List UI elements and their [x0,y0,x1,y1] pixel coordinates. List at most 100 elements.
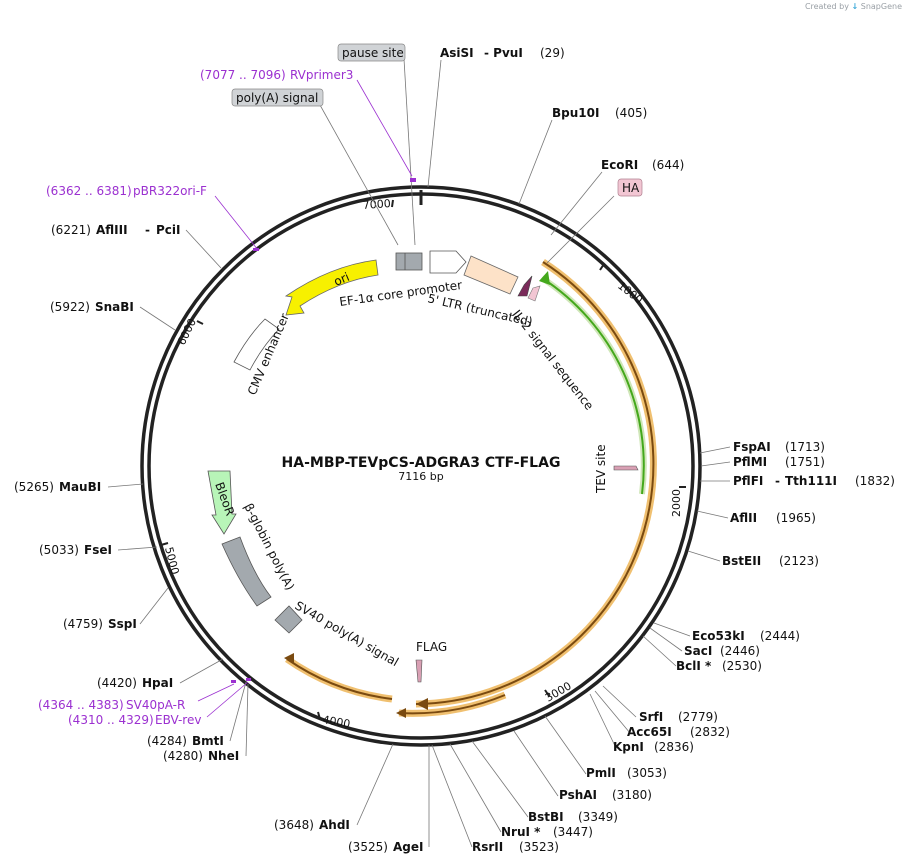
site-tth111i: Tth111I [785,474,837,488]
svg-text:-: - [145,223,150,237]
site-fsei: FseI [84,543,112,557]
ori-feature [284,259,379,316]
ori-label: ori [332,270,352,289]
primer-range-sv40pa: (4364 .. 4383) [38,698,124,712]
backbone-outer [140,185,702,747]
tick-7000 [391,199,394,208]
site-ecori: EcoRI [601,158,638,172]
ticks [160,199,686,720]
site-acc65i-pos: (2832) [690,725,730,739]
flag-block [415,659,423,683]
svg-text:- PvuI: - PvuI [484,46,523,60]
site-saci-pos: (2446) [720,644,760,658]
orf-arrowhead-3 [284,653,294,664]
tick-3000 [544,689,550,697]
credit-brand: SnapGene [860,2,902,11]
sv40-label: SV40 poly(A) signal [293,598,401,669]
flag-label: FLAG [416,640,447,654]
site-kpni: KpnI [613,740,644,754]
ha-block [527,285,541,302]
green-arrowhead [539,271,550,285]
primer-range-pbr322: (6362 .. 6381) [46,184,132,198]
site-maubi-pos: (5265) [14,480,54,494]
site-rsrii-pos: (3523) [519,840,559,854]
credit-prefix: Created by [804,2,849,11]
site-bcli-pos: (2530) [722,659,762,673]
primer-range-rvprimer3: (7077 .. 7096) [200,68,286,82]
site-afliii: AflIII [96,223,128,237]
il2-label: IL-2 signal sequence [510,307,597,412]
site-bsteii-pos: (2123) [779,554,819,568]
site-bstbi: BstBI [528,810,564,824]
site-aflii-pos: (1965) [776,511,816,525]
tick-5000 [160,542,169,546]
site-fspai: FspAI [733,440,771,454]
svg-text:-: - [775,474,780,488]
site-maubi: MauBI [59,480,101,494]
polya-signal-label: poly(A) signal [236,91,318,105]
site-pshai-pos: (3180) [612,788,652,802]
site-pvui-pos: (29) [540,46,565,60]
site-sspi-pos: (4759) [63,617,103,631]
polya-signal-box [231,88,324,107]
ltr-block [463,255,519,295]
site-bpu10i: Bpu10I [552,106,599,120]
primer-name-rvprimer3: RVprimer3 [290,68,353,82]
primer-name-sv40pa: SV40pA-R [126,698,185,712]
site-acc65i: Acc65I [627,725,672,739]
primer-name-pbr322: pBR322ori-F [133,184,207,198]
site-labels: AsiSI - PvuI (29) Bpu10I (405) EcoRI (64… [14,46,895,854]
svg-text:AsiSI: AsiSI [440,46,474,60]
site-kpni-pos: (2836) [654,740,694,754]
bglobin-block [221,536,272,607]
sv40-block [274,605,303,634]
orf-arc-3 [286,658,393,700]
site-aflii: AflII [730,511,757,525]
tick-label-6000: 6000 [175,316,199,347]
tick-label-4000: 4000 [321,713,351,731]
site-srfi-pos: (2779) [678,710,718,724]
tick-4000 [317,711,321,720]
green-arc [541,277,645,495]
site-leaders [107,59,731,848]
pause-site-box [337,43,406,62]
orf-arrowhead-main [416,698,428,710]
feature-leaders [197,58,615,718]
tick-6000 [196,320,204,325]
ha-box [617,178,643,197]
site-eco53ki-pos: (2444) [760,629,800,643]
pause-site-label: pause site [342,46,404,60]
orf-arrowhead-2 [396,708,406,718]
tick-1000 [599,263,605,271]
orf-arcs [285,259,657,717]
site-pflmi: PflMI [733,455,767,469]
plasmid-length: 7116 bp [398,470,443,483]
site-ecori-pos: (644) [652,158,684,172]
site-fsei-pos: (5033) [39,543,79,557]
site-nhei-pos: (4280) [163,749,203,763]
site-ahdi: AhdI [319,818,350,832]
site-srfi: SrfI [639,710,663,724]
site-afliii-pos: (6221) [51,223,91,237]
polya-block [395,252,423,271]
site-pmli-pos: (3053) [627,766,667,780]
orf-arc-main [415,261,655,705]
site-agei: AgeI [393,840,423,854]
bleor-arrow [207,470,237,535]
site-bmti-pos: (4284) [147,734,187,748]
site-nhei: NheI [208,749,239,763]
primer-marks [231,178,416,683]
site-pmli: PmlI [586,766,616,780]
snapgene-logo: ↓ [851,2,859,11]
site-fspai-pos: (1713) [785,440,825,454]
site-snabi-pos: (5922) [50,300,90,314]
site-pshai: PshAI [559,788,597,802]
tick-label-2000: 2000 [670,489,683,517]
cmv-enhancer-block [233,318,280,371]
boxed-features: pause site poly(A) signal HA [231,43,643,197]
site-asisi: AsiSI [440,46,474,60]
site-tth111i-pos: (1832) [855,474,895,488]
site-pflmi-pos: (1751) [785,455,825,469]
site-eco53ki: Eco53kI [692,629,745,643]
